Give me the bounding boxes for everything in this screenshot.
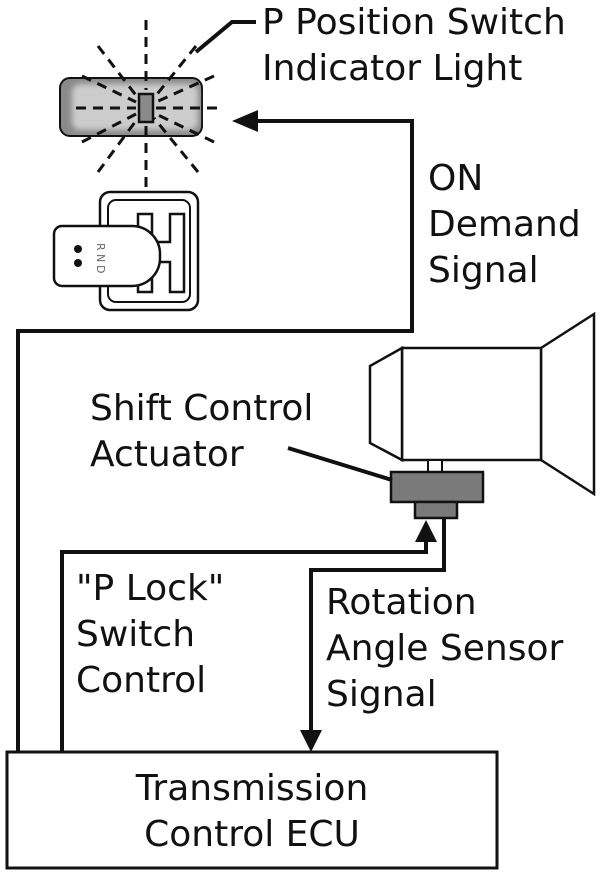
indicator-label: P Position Switch Indicator Light — [262, 0, 566, 92]
p-lock-label: "P Lock" Switch Control — [76, 566, 224, 704]
ecu-label-line-2: Control ECU — [144, 814, 360, 855]
shift-selector-icon: R N D — [52, 190, 200, 312]
p-lock-label-line-2: Switch — [76, 614, 196, 655]
p-lock-label-line-1: "P Lock" — [76, 568, 225, 609]
on-demand-signal-wire — [16, 119, 414, 752]
rotation-label: Rotation Angle Sensor Signal — [326, 580, 563, 718]
p-lock-label-line-3: Control — [76, 660, 207, 701]
on-demand-label-line-1: ON — [428, 158, 484, 199]
on-demand-label-line-2: Demand — [428, 204, 581, 245]
actuator-label-line-1: Shift Control — [90, 388, 314, 429]
indicator-label-line-1: P Position Switch — [262, 2, 566, 43]
on-demand-arrow-icon — [232, 110, 258, 132]
rotation-label-line-3: Signal — [326, 674, 437, 715]
knob-letter-n: N — [94, 254, 107, 262]
actuator-leader-line — [287, 446, 393, 482]
indicator-leader-line — [194, 20, 256, 54]
ecu-label-line-1: Transmission — [135, 768, 369, 809]
indicator-light — [59, 20, 224, 192]
ecu-label: Transmission Control ECU — [7, 766, 497, 858]
p-lock-arrow-icon — [415, 520, 437, 542]
rotation-signal-wire — [309, 518, 446, 732]
actuator-label: Shift Control Actuator — [90, 386, 313, 478]
on-demand-label: ON Demand Signal — [428, 156, 581, 294]
rotation-label-line-1: Rotation — [326, 582, 477, 623]
light-rays-icon — [76, 20, 224, 192]
p-lock-wire — [60, 540, 428, 752]
on-demand-label-line-3: Signal — [428, 250, 539, 291]
rotation-label-line-2: Angle Sensor — [326, 628, 564, 669]
rotation-arrow-icon — [300, 730, 322, 752]
shift-control-actuator — [368, 311, 596, 520]
indicator-label-line-2: Indicator Light — [262, 48, 523, 89]
knob-letter-d: D — [94, 265, 107, 273]
actuator-label-line-2: Actuator — [90, 434, 244, 475]
knob-letter-r: R — [94, 243, 107, 251]
ecu-box — [5, 750, 499, 870]
